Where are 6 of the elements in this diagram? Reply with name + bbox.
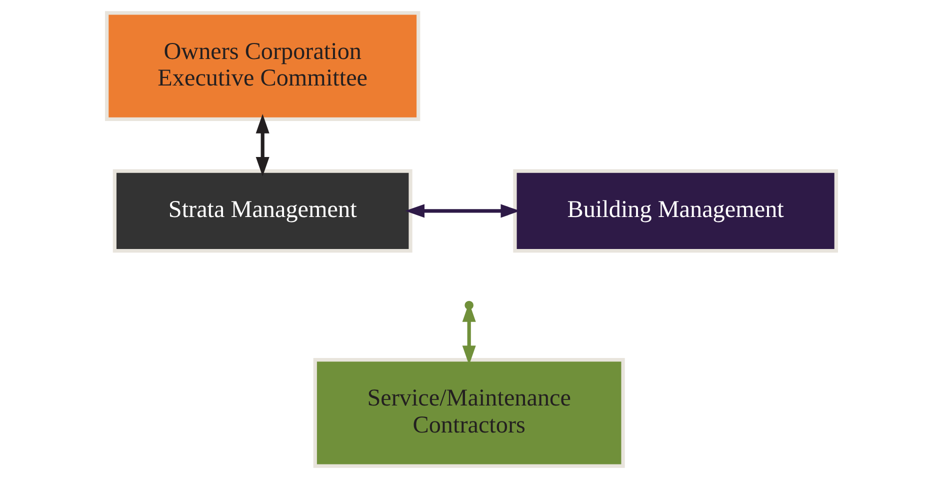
node-box: Service/Maintenance Contractors (312, 358, 624, 468)
node-box: Strata Management (112, 169, 412, 253)
node-box: Building Management (512, 169, 838, 253)
arrow (404, 204, 520, 218)
node-box: Owners Corporation Executive Committee (104, 11, 420, 121)
arrow (255, 114, 269, 176)
